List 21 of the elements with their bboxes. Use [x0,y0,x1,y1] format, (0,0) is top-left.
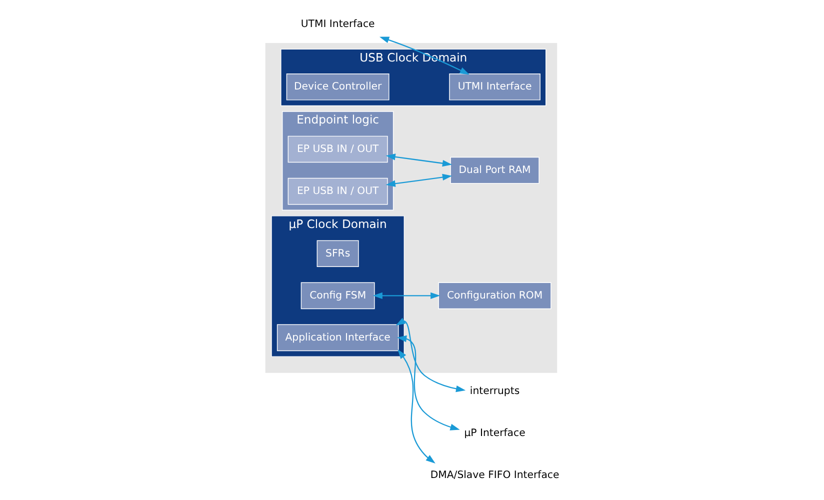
node-box: EP USB IN / OUT [287,178,388,205]
arrow [385,154,452,167]
node-text: interrupts [469,386,520,398]
node-box: SFRs [316,240,358,268]
node-box: Application Interface [276,324,398,352]
arrow [385,174,452,187]
node-box: UTMI Interface [448,73,540,100]
arrow [379,36,469,75]
cluster [264,43,557,373]
node-box: Device Controller [286,73,389,100]
node-box: Configuration ROM [438,282,551,310]
node-box: Dual Port RAM [450,156,539,184]
node-text: UTMI Interface [300,19,374,30]
arrow [397,349,435,464]
arrow [395,318,466,392]
node-text: DMA/Slave FIFO Interface [430,470,559,482]
node-box: EP USB IN / OUT [287,136,388,163]
arrow [372,292,440,300]
node-box: Config FSM [300,282,374,310]
node-text: µP Interface [464,428,525,440]
arrow [396,335,460,430]
